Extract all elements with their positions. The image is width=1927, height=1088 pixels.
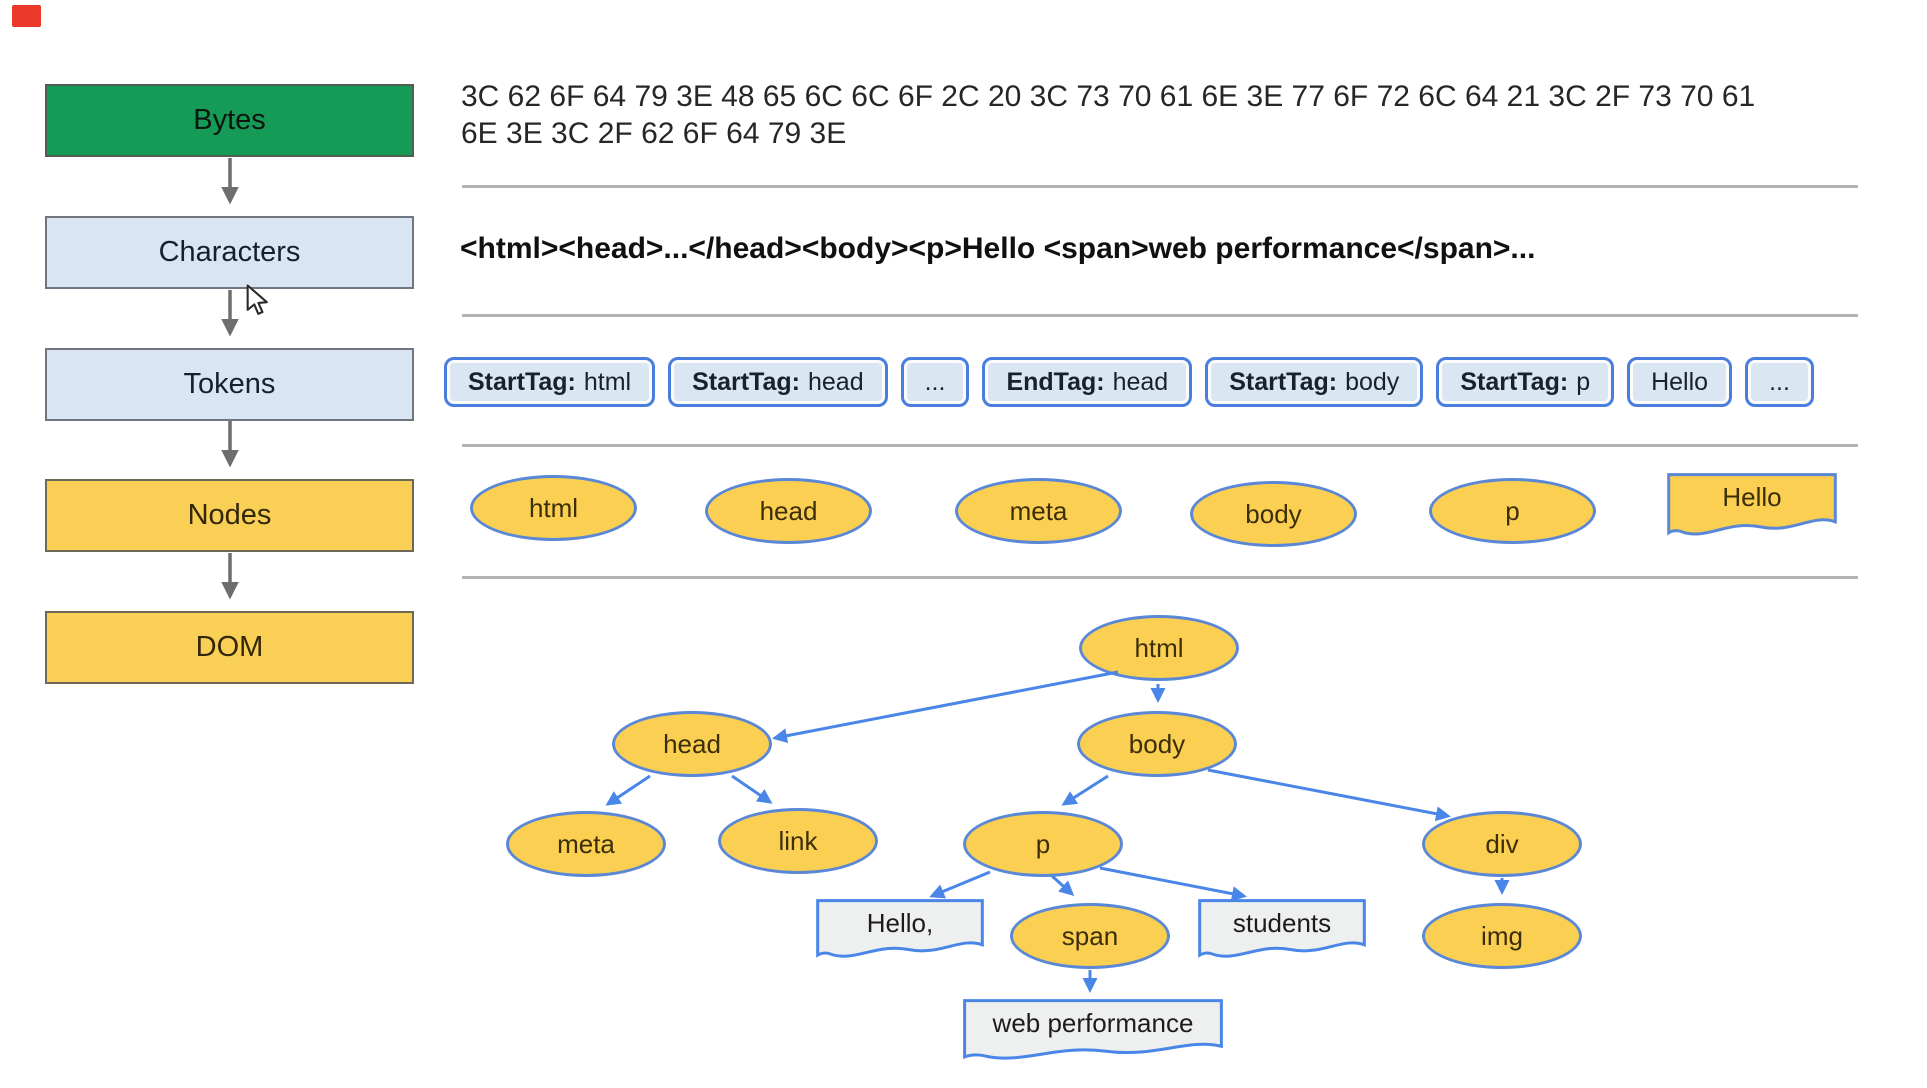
token-starttag-p: StartTag:p: [1436, 357, 1615, 407]
token-value: ...: [924, 367, 946, 396]
token-starttag-head: StartTag:head: [668, 357, 888, 407]
token-type-label: StartTag:: [692, 367, 800, 396]
node-label: meta: [1009, 495, 1068, 526]
tree-node-label: html: [1134, 632, 1184, 663]
node-ellipse-p: p: [1429, 478, 1596, 544]
node-label: body: [1245, 498, 1302, 529]
tree-node-div: div: [1422, 811, 1582, 877]
document-shape-icon: [816, 899, 984, 959]
token-ellipsis: ...: [1745, 357, 1814, 407]
node-ellipse-body: body: [1190, 481, 1357, 547]
bytes-hex-text: 3C 62 6F 64 79 3E 48 65 6C 6C 6F 2C 20 3…: [461, 80, 1756, 150]
token-ellipsis: ...: [900, 357, 970, 407]
token-type-label: StartTag:: [1460, 367, 1569, 396]
token-endtag-head: EndTag:head: [982, 357, 1193, 407]
tree-node-html: html: [1079, 615, 1239, 681]
token-text-hello: Hello: [1627, 357, 1733, 407]
tree-node-body: body: [1077, 711, 1237, 777]
token-value: body: [1345, 367, 1400, 396]
tree-node-label: meta: [557, 828, 615, 859]
tree-node-label: div: [1485, 828, 1519, 859]
divider-nodes-dom: [462, 576, 1858, 579]
stage-box-bytes: Bytes: [45, 84, 414, 157]
tree-node-label: web performance: [992, 1008, 1194, 1038]
red-corner-marker: [12, 5, 41, 27]
node-label: Hello: [1722, 482, 1782, 512]
tree-node-label: Hello,: [866, 908, 934, 938]
tree-node-label: link: [778, 825, 818, 856]
tree-node-meta: meta: [506, 811, 666, 877]
token-value: head: [1112, 367, 1169, 396]
stage-label-tokens: Tokens: [183, 368, 276, 400]
node-label: head: [759, 495, 818, 526]
token-type-label: EndTag:: [1006, 367, 1105, 396]
tree-node-link: link: [718, 808, 878, 874]
node-ellipse-head: head: [705, 478, 872, 544]
node-ellipse-html: html: [470, 475, 637, 541]
document-shape-icon: [1667, 473, 1837, 537]
divider-characters-tokens: [462, 314, 1858, 317]
node-label: p: [1505, 495, 1520, 526]
tree-node-label: body: [1128, 728, 1186, 759]
stage-box-characters: Characters: [45, 216, 414, 289]
token-value: head: [807, 367, 864, 396]
token-value: html: [583, 367, 632, 396]
tree-node-img: img: [1422, 903, 1582, 969]
tree-node-label: head: [663, 728, 721, 759]
tree-textnode-web-performance: web performance: [962, 999, 1224, 1061]
tree-node-label: p: [1035, 828, 1051, 859]
token-type-label: StartTag:: [468, 367, 576, 396]
node-ellipse-meta: meta: [955, 478, 1122, 544]
tree-node-label: students: [1232, 908, 1332, 938]
stage-label-characters: Characters: [158, 236, 301, 268]
stage-box-dom: DOM: [45, 611, 414, 684]
token-value: ...: [1769, 367, 1790, 396]
tree-node-head: head: [612, 711, 772, 777]
token-value: Hello: [1651, 367, 1709, 396]
stage-box-tokens: Tokens: [45, 348, 414, 421]
tree-node-span: span: [1010, 903, 1170, 969]
stage-label-bytes: Bytes: [193, 104, 266, 136]
document-shape-icon: [962, 999, 1224, 1061]
token-value: p: [1576, 367, 1591, 396]
stage-label-nodes: Nodes: [187, 499, 272, 531]
divider-bytes-characters: [462, 185, 1858, 188]
token-starttag-html: StartTag:html: [444, 357, 656, 407]
characters-markup-text: <html><head>...</head><body><p>Hello <sp…: [460, 232, 1536, 265]
mouse-cursor-icon: [243, 284, 273, 323]
tree-textnode-hello: Hello,: [816, 899, 984, 959]
tree-node-label: img: [1481, 920, 1523, 951]
tree-node-label: span: [1061, 920, 1119, 951]
stage-label-dom: DOM: [195, 631, 264, 663]
tokens-row: StartTag:html StartTag:head ... EndTag:h…: [444, 357, 1814, 407]
document-shape-icon: [1198, 899, 1366, 959]
tree-node-p: p: [963, 811, 1123, 877]
node-label: html: [528, 492, 579, 523]
token-type-label: StartTag:: [1229, 367, 1338, 396]
tree-textnode-students: students: [1198, 899, 1366, 959]
divider-tokens-nodes: [462, 444, 1858, 447]
token-starttag-body: StartTag:body: [1205, 357, 1424, 407]
stage-box-nodes: Nodes: [45, 479, 414, 552]
node-doc-hello: Hello: [1667, 473, 1837, 537]
